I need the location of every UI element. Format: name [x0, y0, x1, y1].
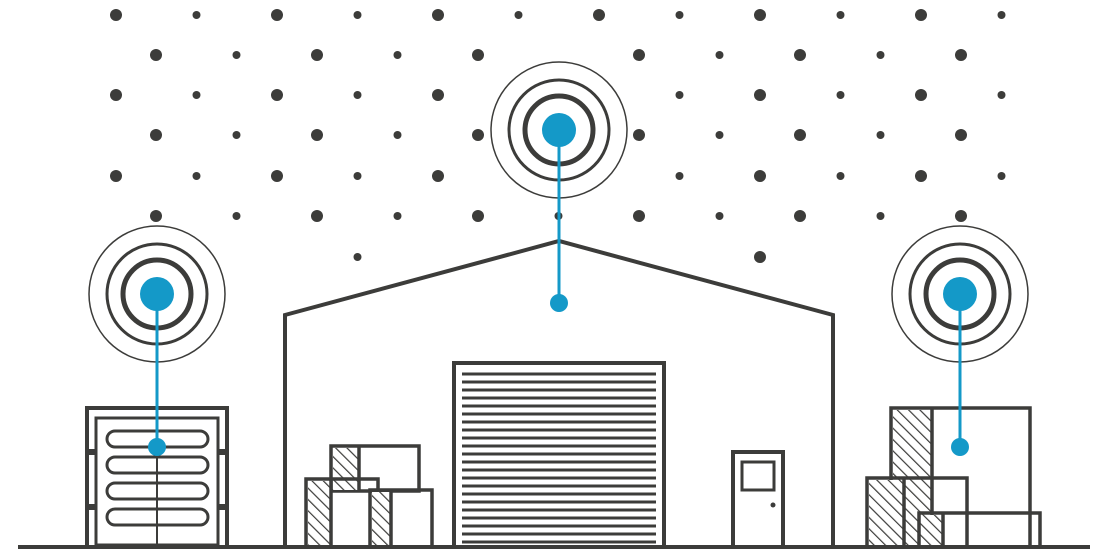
- shutter-slats: [462, 374, 656, 542]
- wireless-signal-icon: [943, 277, 977, 311]
- star-dot: [915, 170, 927, 182]
- star-dot: [955, 210, 967, 222]
- star-dot: [271, 9, 283, 21]
- star-dot: [633, 129, 645, 141]
- sensor-node-icon: [550, 294, 568, 312]
- star-dot: [354, 91, 362, 99]
- star-dot: [233, 131, 241, 139]
- star-dot: [150, 49, 162, 61]
- star-dot: [633, 210, 645, 222]
- star-dot: [110, 9, 122, 21]
- star-dot: [432, 9, 444, 21]
- star-dot: [998, 11, 1006, 19]
- star-dot: [877, 131, 885, 139]
- star-dot: [676, 91, 684, 99]
- wireless-signal-icon: [542, 113, 576, 147]
- star-dot: [633, 49, 645, 61]
- star-dot: [716, 131, 724, 139]
- star-dot: [354, 253, 362, 261]
- sensor-node-icon: [951, 438, 969, 456]
- star-dot: [271, 170, 283, 182]
- star-dot: [110, 89, 122, 101]
- star-dot: [754, 251, 766, 263]
- star-dot: [794, 129, 806, 141]
- star-dot: [915, 9, 927, 21]
- star-dot: [676, 11, 684, 19]
- wireless-signal-icon: [140, 277, 174, 311]
- signal-center: [491, 62, 627, 312]
- star-dot: [676, 172, 684, 180]
- star-dot: [754, 89, 766, 101]
- star-dot: [394, 51, 402, 59]
- star-dot: [110, 170, 122, 182]
- star-dot: [837, 172, 845, 180]
- roller-shutter-door: [454, 363, 664, 547]
- entry-door: [733, 452, 783, 547]
- star-dot: [472, 49, 484, 61]
- star-dot: [915, 89, 927, 101]
- star-dot: [998, 91, 1006, 99]
- star-dot: [593, 9, 605, 21]
- star-dot: [955, 49, 967, 61]
- box-stack-left: [306, 446, 432, 547]
- star-dot: [271, 89, 283, 101]
- star-dot: [150, 210, 162, 222]
- star-dot: [150, 129, 162, 141]
- star-dot: [193, 172, 201, 180]
- star-dot: [311, 210, 323, 222]
- star-dot: [472, 210, 484, 222]
- star-dot: [311, 49, 323, 61]
- star-dot: [754, 170, 766, 182]
- star-dot: [233, 212, 241, 220]
- star-dot: [193, 91, 201, 99]
- star-dot: [193, 11, 201, 19]
- box-stack-right: [867, 408, 1040, 547]
- star-dot: [837, 11, 845, 19]
- star-dot: [794, 49, 806, 61]
- star-dot: [877, 212, 885, 220]
- star-dot: [472, 129, 484, 141]
- star-dot: [432, 89, 444, 101]
- star-dot: [354, 11, 362, 19]
- star-dot: [837, 91, 845, 99]
- star-dot: [394, 212, 402, 220]
- star-dot: [794, 210, 806, 222]
- star-dot: [716, 212, 724, 220]
- star-dot: [716, 51, 724, 59]
- star-dot: [515, 11, 523, 19]
- star-dot: [311, 129, 323, 141]
- star-dot: [955, 129, 967, 141]
- star-dot: [394, 131, 402, 139]
- star-dot: [354, 172, 362, 180]
- star-dot: [754, 9, 766, 21]
- star-dot: [233, 51, 241, 59]
- sensor-node-icon: [148, 438, 166, 456]
- star-dot: [432, 170, 444, 182]
- star-dot: [877, 51, 885, 59]
- star-dot: [998, 172, 1006, 180]
